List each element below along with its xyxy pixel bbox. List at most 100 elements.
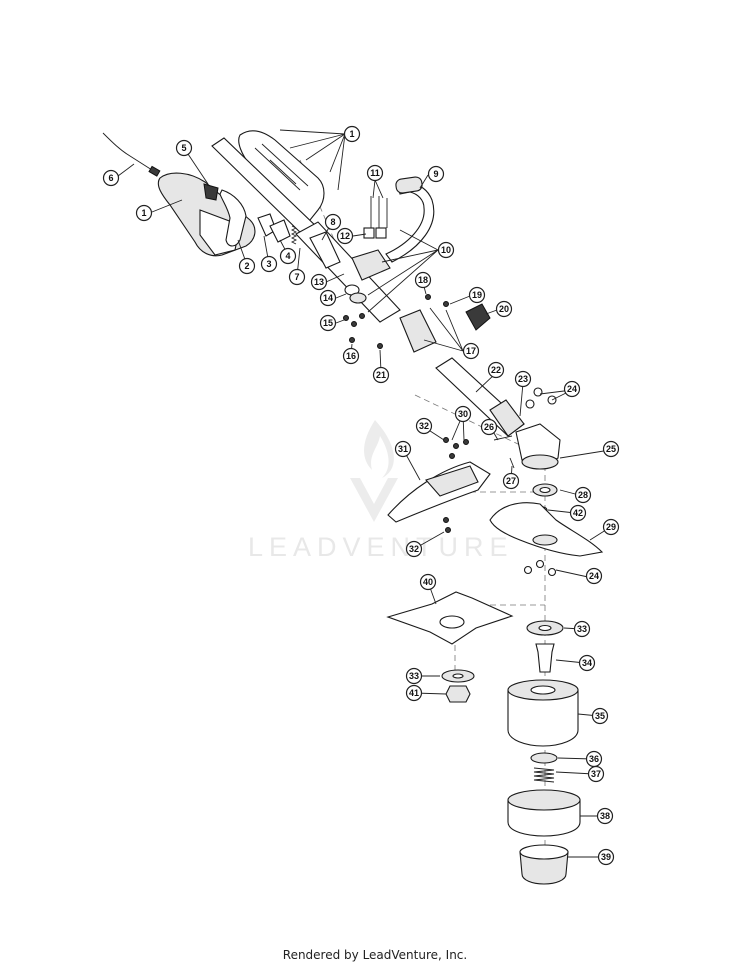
callout-4: 4 — [279, 247, 297, 265]
callout-41: 41 — [405, 684, 423, 702]
loop-handle-grip — [395, 176, 423, 194]
callout-6: 6 — [102, 169, 120, 187]
svg-text:7: 7 — [294, 272, 299, 282]
svg-text:22: 22 — [491, 365, 501, 375]
flange-upper-bore — [538, 624, 552, 632]
callout-1-top: 1 — [343, 125, 361, 143]
bump-knob-top — [519, 844, 569, 860]
arbor-adapter — [535, 643, 555, 673]
callout-16: 16 — [342, 347, 360, 365]
callout-21: 21 — [372, 366, 390, 384]
handle-clamp — [351, 249, 391, 281]
svg-text:38: 38 — [600, 811, 610, 821]
housing-detail — [254, 143, 309, 191]
throttle-trigger — [203, 183, 219, 201]
lower-shaft-tube-inner — [489, 399, 525, 437]
callout-9: 9 — [427, 165, 445, 183]
svg-text:2: 2 — [244, 261, 249, 271]
bump-knob — [519, 851, 569, 885]
callout-29: 29 — [602, 518, 620, 536]
callout-25: 25 — [602, 440, 620, 458]
svg-text:15: 15 — [323, 318, 333, 328]
svg-text:36: 36 — [589, 754, 599, 764]
svg-text:1: 1 — [349, 129, 354, 139]
return-spring — [290, 225, 298, 245]
flange-lower-bore — [452, 673, 464, 679]
callout-14: 14 — [319, 289, 337, 307]
parts — [102, 130, 604, 885]
callout-40: 40 — [419, 573, 437, 591]
bolt-26 — [493, 435, 513, 441]
svg-text:10: 10 — [441, 245, 451, 255]
trimmer-head-housing — [507, 689, 579, 747]
callout-22: 22 — [487, 361, 505, 379]
svg-text:24: 24 — [567, 384, 577, 394]
svg-text:27: 27 — [506, 476, 516, 486]
callout-11: 11 — [366, 164, 384, 182]
callout-32-bottom: 32 — [405, 540, 423, 558]
callout-42: 42 — [569, 504, 587, 522]
callout-32-top: 32 — [415, 417, 433, 435]
guard-screws — [443, 437, 469, 533]
svg-text:8: 8 — [330, 217, 335, 227]
callout-30: 30 — [454, 405, 472, 423]
svg-text:3: 3 — [266, 259, 271, 269]
throttle-cable — [102, 132, 153, 171]
svg-text:24: 24 — [589, 571, 599, 581]
svg-text:26: 26 — [484, 422, 494, 432]
callout-19: 19 — [468, 286, 486, 304]
callout-18: 18 — [414, 271, 432, 289]
callout-39: 39 — [597, 848, 615, 866]
callout-35: 35 — [591, 707, 609, 725]
coupler-knob — [465, 303, 491, 331]
callout-34: 34 — [578, 654, 596, 672]
pin-27 — [509, 457, 515, 469]
cable-end — [148, 165, 161, 177]
svg-text:9: 9 — [433, 169, 438, 179]
callout-3: 3 — [260, 255, 278, 273]
guard-plate-hub — [532, 534, 558, 546]
callout-28: 28 — [574, 486, 592, 504]
callout-36: 36 — [585, 750, 603, 768]
callout-33-right: 33 — [573, 620, 591, 638]
head-spring — [533, 767, 555, 783]
loop-handle-bolts — [370, 196, 388, 230]
svg-text:34: 34 — [582, 658, 592, 668]
svg-text:16: 16 — [346, 351, 356, 361]
svg-text:32: 32 — [419, 421, 429, 431]
callout-33-left: 33 — [405, 667, 423, 685]
svg-text:19: 19 — [472, 290, 482, 300]
trimmer-head-bore — [530, 685, 556, 695]
callout-17: 17 — [462, 342, 480, 360]
callout-7: 7 — [288, 268, 306, 286]
callout-23: 23 — [514, 370, 532, 388]
svg-text:20: 20 — [499, 304, 509, 314]
watermark-v-logo — [350, 478, 398, 522]
svg-text:12: 12 — [340, 231, 350, 241]
svg-text:33: 33 — [409, 671, 419, 681]
callout-24-top: 24 — [563, 380, 581, 398]
callout-24-bottom: 24 — [585, 567, 603, 585]
watermark-text: LEADVENTURE — [248, 532, 514, 562]
callout-1-left: 1 — [135, 204, 153, 222]
bearing-bore — [539, 486, 551, 494]
callout-15: 15 — [319, 314, 337, 332]
guard-plate — [489, 502, 604, 557]
callout-5: 5 — [175, 139, 193, 157]
nuts-24-top — [525, 387, 557, 409]
inner-tube — [309, 231, 341, 269]
svg-text:11: 11 — [370, 168, 380, 178]
collar — [349, 292, 367, 304]
svg-text:33: 33 — [577, 624, 587, 634]
blade-nut — [445, 685, 471, 703]
svg-text:25: 25 — [606, 444, 616, 454]
svg-text:18: 18 — [418, 275, 428, 285]
svg-text:31: 31 — [398, 444, 408, 454]
svg-text:1: 1 — [141, 208, 146, 218]
svg-text:32: 32 — [409, 544, 419, 554]
callout-27: 27 — [502, 472, 520, 490]
callout-13: 13 — [310, 273, 328, 291]
nuts-12 — [363, 227, 387, 239]
svg-text:23: 23 — [518, 374, 528, 384]
